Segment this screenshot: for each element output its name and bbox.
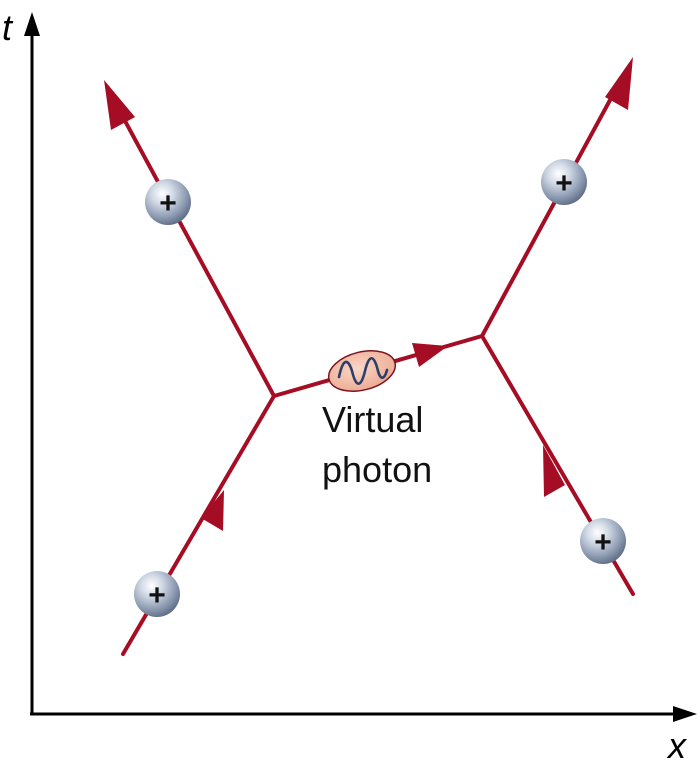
positive-charge-icon: + (159, 187, 177, 220)
worldline-right-outgoing (480, 76, 624, 338)
virtual-photon (327, 350, 397, 392)
arrowhead-top-right (605, 57, 633, 110)
arrowheads (104, 57, 633, 531)
positive-charge-icon: + (555, 167, 573, 200)
virtual-photon-label-line1: Virtual (322, 399, 423, 440)
particle-ball (134, 571, 180, 617)
arrowhead-right-midline (543, 445, 565, 497)
space-axis-arrowhead (673, 706, 697, 722)
space-axis-label: x (666, 725, 688, 766)
time-axis-arrowhead (24, 12, 40, 36)
wave-icon (337, 356, 389, 386)
particle-bottom-right: + (580, 518, 626, 564)
particle-ball (145, 179, 191, 225)
arrowhead-photon-midline (412, 343, 448, 367)
positive-charge-icon: + (148, 579, 166, 612)
worldline-left-incoming (121, 394, 276, 656)
worldline-left-outgoing (116, 106, 276, 398)
axes: t x (2, 7, 697, 766)
particle-top-left: + (145, 179, 191, 225)
time-axis-label: t (2, 7, 14, 48)
particle-bottom-left: + (134, 571, 180, 617)
particle-ball (580, 518, 626, 564)
virtual-photon-label-line2: photon (322, 449, 432, 490)
arrowhead-left-midline (201, 490, 224, 531)
virtual-photon-body (327, 350, 397, 392)
particle-ball (541, 159, 587, 205)
particle-top-right: + (541, 159, 587, 205)
arrowhead-top-left (104, 80, 135, 130)
positive-charge-icon: + (594, 526, 612, 559)
